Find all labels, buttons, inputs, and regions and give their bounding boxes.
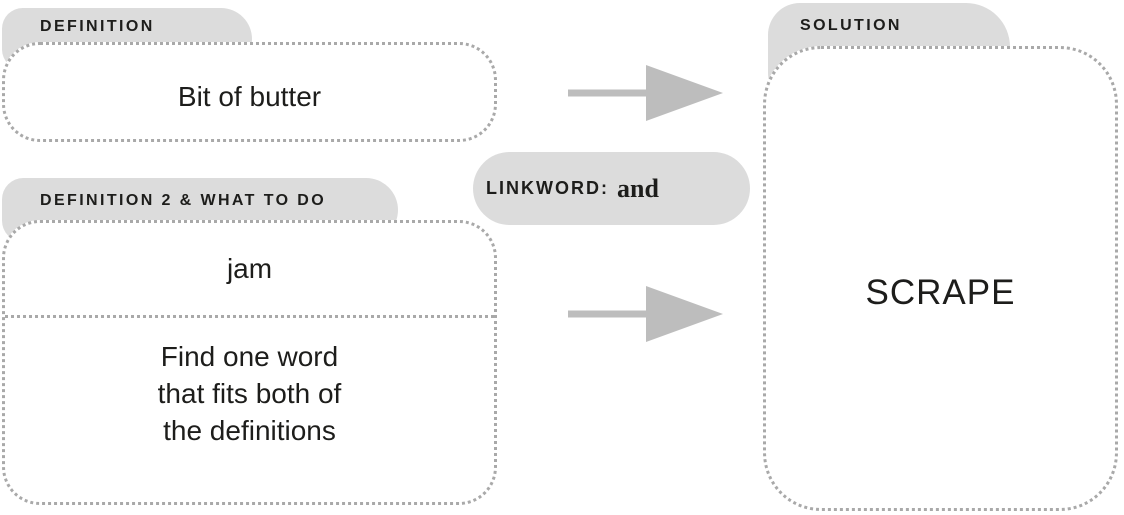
solution-tab-label: SOLUTION — [800, 17, 902, 34]
solution-answer: SCRAPE — [865, 272, 1016, 312]
arrow-right-icon — [568, 286, 723, 342]
linkword-word: and — [616, 173, 659, 203]
definition2-clue-text: jam — [226, 253, 273, 285]
arrow-right-icon — [568, 65, 723, 121]
definition2-box: jam Find one word that fits both of the … — [2, 220, 497, 505]
solution-box: SCRAPE — [763, 46, 1118, 511]
linkword-pill: LINKWORD: and — [473, 152, 750, 225]
definition-text: Bit of butter — [177, 81, 322, 113]
linkword-label: LINKWORD: — [486, 178, 609, 198]
definition-box: Bit of butter — [2, 42, 497, 142]
instruction-text: Find one word that fits both of the defi… — [157, 341, 342, 446]
what-to-do-section: Find one word that fits both of the defi… — [5, 318, 494, 502]
definition2-clue-section: jam — [5, 223, 494, 318]
definition-tab-label: DEFINITION — [40, 18, 155, 35]
definition2-tab-label: DEFINITION 2 & WHAT TO DO — [40, 192, 327, 209]
